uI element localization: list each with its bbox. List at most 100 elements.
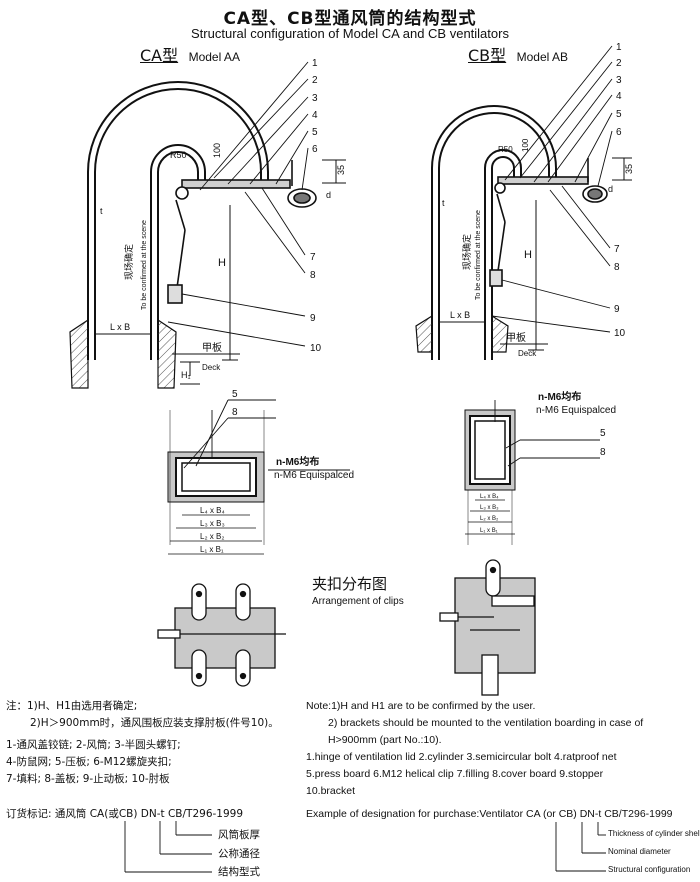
ca-callout: 5 bbox=[312, 127, 318, 138]
ca-dimensions bbox=[95, 159, 346, 385]
ca-leaders bbox=[167, 61, 309, 347]
ca-plan-5: 5 bbox=[232, 389, 238, 400]
designation-cn-t: 风筒板厚 bbox=[218, 829, 260, 841]
cb-lid bbox=[489, 158, 608, 287]
ca-callout: 3 bbox=[312, 93, 318, 104]
cb-callout: 1 bbox=[616, 42, 622, 53]
cb-t: t bbox=[442, 198, 445, 208]
ca-h: H bbox=[218, 257, 226, 269]
ca-l2: L₂ x B₂ bbox=[200, 532, 224, 541]
ca-plan-labels: 5 8 n-M6均布 n-M6 Equispalced L₄ x B₄ L₃ x… bbox=[200, 389, 354, 554]
clips-title-cn: 夹扣分布图 bbox=[312, 576, 387, 593]
right-model-label: CB型 Model AB bbox=[468, 42, 568, 66]
ca-deck-en: Deck bbox=[202, 363, 221, 372]
cb-clips-view bbox=[439, 559, 536, 696]
ca-l3: L₃ x B₃ bbox=[200, 519, 225, 528]
cb-l1: L₁ x B₁ bbox=[480, 528, 498, 534]
designation-en-bracket bbox=[555, 822, 606, 872]
cb-site-cn: 现场确定 bbox=[461, 234, 472, 270]
designation-en-t: Thickness of cylinder shell bbox=[608, 829, 700, 838]
cb-site-en: To be confirmed at the scene bbox=[475, 210, 482, 300]
ca-callout: 8 bbox=[310, 270, 316, 281]
ca-l4: L₄ x B₄ bbox=[200, 506, 225, 515]
cb-100: 100 bbox=[521, 138, 530, 152]
ca-m6-en: n-M6 Equispalced bbox=[274, 470, 354, 481]
notes-en: Note:1)H and H1 are to be confirmed by t… bbox=[306, 698, 643, 800]
cb-callout: 5 bbox=[616, 109, 622, 120]
ca-h1: H₁ bbox=[181, 370, 191, 380]
cb-callout: 6 bbox=[616, 127, 622, 138]
ca-lid bbox=[167, 160, 317, 304]
ca-site-en: To be confirmed at the scene bbox=[141, 220, 148, 310]
designation-en-dn: Nominal diameter bbox=[608, 847, 671, 856]
left-model-label: CA型 Model AA bbox=[140, 42, 240, 66]
note-en-line: 1.hinge of ventilation lid 2.cylinder 3.… bbox=[306, 751, 617, 763]
clips-title-en: Arrangement of clips bbox=[312, 596, 404, 607]
note-cn-line: 7-填料; 8-盖板; 9-止动板; 10-肘板 bbox=[6, 773, 170, 785]
cb-callout: 3 bbox=[616, 75, 622, 86]
right-model-cn: CB型 bbox=[468, 46, 507, 65]
note-en-line: Note:1)H and H1 are to be confirmed by t… bbox=[306, 700, 536, 712]
cb-35: 35 bbox=[624, 164, 634, 174]
note-cn-line: 1-通风盖铰链; 2-风筒; 3-半圆头螺钉; bbox=[6, 739, 181, 751]
left-model-en: Model AA bbox=[188, 50, 240, 64]
ca-deck-cn: 甲板 bbox=[202, 341, 222, 354]
cb-dim-labels: R50 100 35 d t H L x B 甲板 Deck 现场确定 To b… bbox=[442, 138, 634, 358]
cb-leaders bbox=[491, 45, 613, 333]
ca-callout: 4 bbox=[312, 110, 318, 121]
designation-cn-bracket bbox=[124, 821, 212, 873]
ca-dim-labels: R50 100 35 d t H H₁ L x B 甲板 Deck 现场确定 T… bbox=[100, 143, 346, 380]
title-cn: CA型、CB型通风筒的结构型式 bbox=[223, 9, 477, 29]
ca-callout: 1 bbox=[312, 58, 318, 69]
note-cn-line: 2)H＞900mm时，通风围板应装支撑肘板(件号10)。 bbox=[30, 717, 279, 729]
ca-gooseneck bbox=[69, 81, 269, 389]
cb-callout: 8 bbox=[614, 262, 620, 273]
ca-callout: 2 bbox=[312, 75, 318, 86]
ca-t: t bbox=[100, 206, 103, 216]
ca-callout: 6 bbox=[312, 144, 318, 155]
designation-cn-type: 结构型式 bbox=[218, 866, 260, 878]
cb-callout: 4 bbox=[616, 91, 622, 102]
ca-m6-cn: n-M6均布 bbox=[276, 455, 319, 468]
clips-caption: 夹扣分布图 Arrangement of clips bbox=[312, 576, 404, 607]
ca-100: 100 bbox=[212, 143, 222, 158]
designation-en-label: Example of designation for purchase:Vent… bbox=[306, 808, 673, 820]
ca-lxb: L x B bbox=[110, 322, 130, 332]
note-en-line: H>900mm (part No.:10). bbox=[328, 734, 442, 746]
cb-plan-8: 8 bbox=[600, 447, 606, 458]
note-en-line: 2) brackets should be mounted to the ven… bbox=[328, 717, 644, 729]
title-en: Structural configuration of Model CA and… bbox=[191, 26, 509, 41]
cb-lxb: L x B bbox=[450, 310, 470, 320]
cb-m6-cn: n-M6均布 bbox=[538, 390, 581, 403]
cb-callout: 10 bbox=[614, 328, 626, 339]
ca-d: d bbox=[326, 190, 331, 200]
cb-l3: L₃ x B₃ bbox=[480, 505, 499, 511]
ca-r50: R50 bbox=[170, 150, 187, 160]
note-en-line: 5.press board 6.M12 helical clip 7.filli… bbox=[306, 768, 604, 780]
cb-l4: L₄ x B₄ bbox=[480, 494, 499, 500]
cb-deck-en: Deck bbox=[518, 349, 537, 358]
ca-l1: L₁ x B₁ bbox=[200, 545, 224, 554]
ca-site-cn: 现场确定 bbox=[123, 244, 134, 280]
cb-r50: R50 bbox=[498, 145, 513, 154]
ca-clips-view bbox=[157, 583, 286, 687]
ca-plan-8: 8 bbox=[232, 407, 238, 418]
right-model-en: Model AB bbox=[516, 50, 568, 64]
cb-plan-view bbox=[464, 400, 600, 545]
cb-gooseneck bbox=[415, 105, 557, 360]
ca-plan-view bbox=[167, 399, 350, 555]
ca-callout: 7 bbox=[310, 252, 316, 263]
cb-dimensions bbox=[439, 157, 632, 351]
cb-l2: L₂ x B₂ bbox=[480, 516, 499, 522]
ca-callout: 10 bbox=[310, 343, 322, 354]
cb-callouts: 1 2 3 4 5 6 7 8 9 10 bbox=[614, 42, 626, 339]
left-model-cn: CA型 bbox=[140, 46, 179, 65]
cb-callout: 7 bbox=[614, 244, 620, 255]
cb-h: H bbox=[524, 249, 532, 261]
note-cn-line: 注：1)H、H1由选用者确定; bbox=[6, 700, 138, 712]
ca-35: 35 bbox=[336, 165, 346, 175]
designation-cn-dn: 公称通径 bbox=[218, 848, 260, 860]
cb-m6-en: n-M6 Equispalced bbox=[536, 405, 616, 416]
note-cn-line: 4-防鼠网; 5-压板; 6-M12螺旋夹扣; bbox=[6, 756, 172, 768]
